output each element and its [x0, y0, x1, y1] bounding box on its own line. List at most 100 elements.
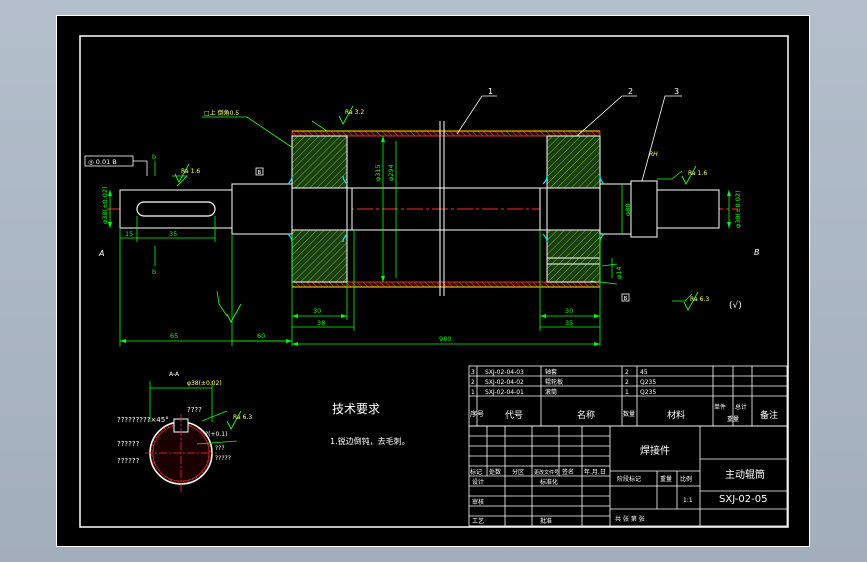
ra-6-3-section: Ra 6.3 [233, 414, 252, 421]
balloon-2: 2 [628, 87, 633, 96]
dim-dia-inner: φ294 [387, 164, 395, 181]
svg-text:工艺: 工艺 [472, 517, 484, 525]
drum-shell-top [291, 130, 601, 137]
bom-row: 1 SXJ-02-04-01 滚筒 1 Q235 [471, 388, 656, 396]
material-name: 焊接件 [640, 444, 670, 457]
svg-text:材料: 材料 [667, 409, 685, 421]
drawing-sheet: A B [56, 15, 810, 547]
leader-lines [172, 116, 693, 317]
dim-38: 38 [317, 319, 325, 327]
svg-text:2: 2 [625, 369, 629, 376]
svg-text:共 张 第 张: 共 张 第 张 [615, 515, 645, 523]
section-q3: ?????? [117, 440, 140, 448]
inner-frame [79, 35, 789, 528]
shaft-left-hub-bore [291, 187, 353, 231]
rh-mark: RH [649, 151, 658, 158]
title-block [468, 425, 788, 527]
svg-text:1:1: 1:1 [683, 497, 693, 504]
svg-text:批准: 批准 [540, 517, 552, 525]
shaft-right-hub-bore [539, 187, 601, 231]
ra-3-2: Ra 3.2 [345, 109, 364, 116]
svg-text:名称: 名称 [577, 409, 595, 421]
end-label-b: B [754, 248, 760, 257]
keyway-slot [136, 201, 216, 217]
dim-dia-right: φ30(±0.02) [734, 190, 742, 228]
svg-text:总计: 总计 [735, 403, 747, 411]
svg-text:重量: 重量 [660, 475, 672, 483]
ra-6-3-general: Ra 6.3 [690, 296, 709, 303]
svg-text:比例: 比例 [680, 475, 692, 483]
svg-text:1: 1 [625, 389, 629, 396]
svg-text:阶段标记: 阶段标记 [617, 475, 641, 483]
svg-text:年.月.日: 年.月.日 [584, 468, 606, 476]
tech-line-1: 1.锐边倒钝，去毛刺。 [330, 436, 410, 446]
dim-dia-small: φ14 [615, 266, 623, 279]
section-mark-bottom: b [152, 268, 156, 276]
cad-drawing: A B [79, 35, 789, 528]
section-dia: φ38(±0.02) [187, 380, 222, 387]
dim-35-right: 35 [565, 319, 573, 327]
part-name: 主动辊筒 [725, 468, 765, 481]
bom-table [468, 365, 788, 427]
dim-30-left: 30 [313, 307, 321, 315]
datum-boxes: B B [255, 167, 630, 302]
dimension-texts: 15 35 65 60 980 30 38 30 35 φ38(±0.02) φ… [101, 153, 742, 343]
svg-text:序号: 序号 [470, 409, 484, 418]
svg-text:Q235: Q235 [640, 389, 656, 396]
section-q1: ?????????×45° [117, 416, 169, 424]
svg-text:数量: 数量 [623, 410, 635, 418]
tech-title: 技术要求 [332, 402, 380, 416]
dim-35-key: 35 [169, 230, 177, 238]
surface-note: □上 倒角0.5 [204, 109, 239, 117]
svg-text:SXJ-02-04-03: SXJ-02-04-03 [485, 369, 524, 376]
gdt-text: ◎ 0.01 B [88, 158, 117, 166]
svg-text:单件: 单件 [714, 403, 726, 411]
section-q7: ????? [215, 455, 231, 462]
balloon-1: 1 [488, 87, 493, 96]
dim-15: 15 [125, 230, 133, 238]
balloon-leaders [456, 95, 682, 182]
section-a-a: A-A φ38(±0.02) ?????????×45° ???? ??????… [117, 371, 238, 492]
title-block-texts: 焊接件 主动辊筒 SXJ-02-05 标记 处数 分区 更改文件号 签名 年.月… [470, 444, 767, 525]
svg-text:Q235: Q235 [640, 379, 656, 386]
svg-text:设计: 设计 [472, 478, 484, 486]
balloon-3: 3 [674, 87, 679, 96]
section-q4: ?????? [117, 457, 140, 465]
section-mark-top: b [152, 153, 156, 161]
ra-1-6-right: Ra 1.6 [688, 170, 707, 177]
shaft-left-step [231, 183, 293, 235]
end-label-a: A [98, 249, 104, 258]
shaft-right-journal [656, 189, 720, 229]
section-q2: ???? [187, 406, 202, 414]
dim-980: 980 [439, 335, 451, 343]
bom-row: 3 SXJ-02-04-03 轴套 2 45 [471, 368, 648, 376]
dim-dia-body: φ315 [374, 164, 382, 181]
roughness-symbols [174, 105, 699, 430]
bom-row: 2 SXJ-02-04-02 辊轮板 2 Q235 [471, 378, 656, 386]
section-label: A-A [169, 371, 180, 378]
svg-text:备注: 备注 [760, 409, 778, 421]
section-q5: ?(+0.1) [205, 431, 227, 438]
balloons: 1 2 3 [488, 87, 679, 96]
shaft-view: A B [98, 121, 760, 296]
dim-30-right: 30 [565, 307, 573, 315]
svg-text:辊轮板: 辊轮板 [545, 378, 563, 386]
ra-1-6-left: Ra 1.6 [181, 168, 200, 175]
drum-shell-bottom [291, 281, 601, 288]
datum-b-top: B [258, 170, 262, 176]
dimension-lines [109, 136, 730, 346]
svg-text:审核: 审核 [472, 498, 484, 506]
svg-text:分区: 分区 [512, 468, 524, 476]
dim-dia-left: φ38(±0.02) [101, 186, 109, 224]
svg-text:标记: 标记 [470, 468, 482, 476]
dimension-arrows [108, 136, 731, 346]
dim-60: 60 [257, 332, 265, 340]
svg-text:3: 3 [471, 369, 475, 376]
section-q6: ??? [215, 445, 225, 452]
bom-header: 序号 代号 名称 数量 材料 单件 总计 重量 备注 [470, 403, 778, 423]
svg-text:标准化: 标准化 [540, 478, 558, 486]
shaft-right-collar [630, 180, 658, 238]
general-tolerance-mark: (√) [729, 300, 742, 311]
svg-text:签名: 签名 [562, 468, 574, 476]
svg-text:2: 2 [625, 379, 629, 386]
